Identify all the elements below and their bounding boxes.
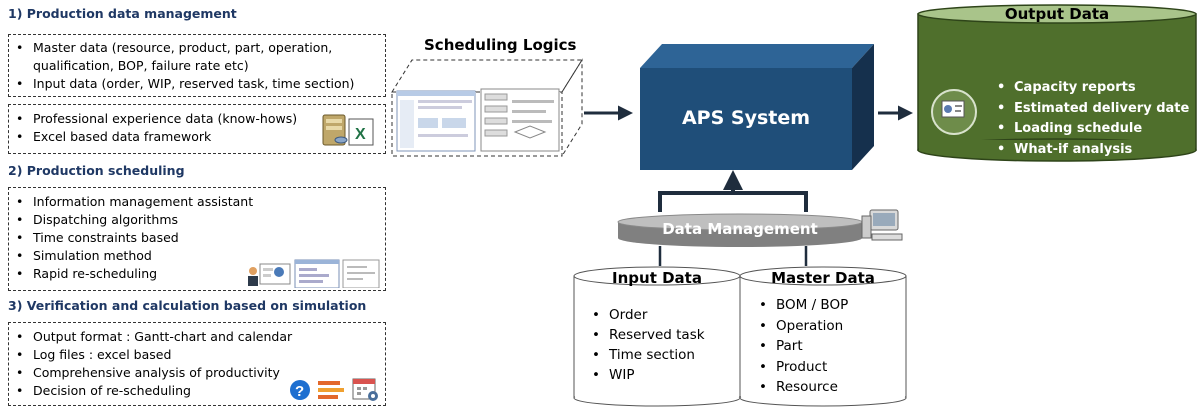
list-item: Time section — [585, 345, 705, 365]
list-item: Part — [752, 336, 848, 357]
svg-text:?: ? — [295, 383, 304, 400]
list-item: Rapid re-scheduling — [9, 265, 385, 283]
list-item: Product — [752, 357, 848, 378]
input-data-list: Order Reserved task Time section WIP — [585, 305, 705, 385]
data-management-title: Data Management — [662, 220, 818, 238]
document-thumbnails — [396, 88, 560, 152]
master-data-list: BOM / BOP Operation Part Product Resourc… — [752, 295, 848, 398]
list-item: Output format : Gantt-chart and calendar — [9, 328, 385, 346]
aps-system-title: APS System — [681, 107, 811, 129]
list-item: Time constraints based — [9, 229, 385, 247]
list-item: Loading schedule — [990, 119, 1189, 140]
calendar-gear-icon — [351, 375, 381, 403]
data-management-disk — [617, 213, 863, 247]
list-item: Resource — [752, 377, 848, 398]
section2-title: 2) Production scheduling — [8, 163, 185, 178]
list-item: BOM / BOP — [752, 295, 848, 316]
list-item: Master data (resource, product, part, op… — [9, 39, 385, 57]
list-item: Information management assistant — [9, 193, 385, 211]
list-item: Estimated delivery date — [990, 99, 1189, 120]
list-item: Comprehensive analysis of productivity — [9, 364, 385, 382]
computer-icon — [861, 209, 903, 241]
list-item: Operation — [752, 316, 848, 337]
verification-box: Output format : Gantt-chart and calendar… — [8, 322, 386, 406]
scheduling-box: Information management assistant Dispatc… — [8, 187, 386, 291]
section3-title: 3) Verification and calculation based on… — [8, 298, 367, 313]
aps-system-box — [640, 44, 874, 170]
help-icon: ? — [289, 379, 311, 401]
list-item: Excel based data framework — [9, 128, 385, 146]
list-item: Professional experience data (know-hows) — [9, 110, 385, 128]
list-item: WIP — [585, 365, 705, 385]
list-item: Input data (order, WIP, reserved task, t… — [9, 75, 385, 93]
svg-text:X: X — [355, 126, 366, 143]
list-item: Dispatching algorithms — [9, 211, 385, 229]
section1-title: 1) Production data management — [8, 6, 237, 21]
scheduling-logics-title: Scheduling Logics — [424, 36, 577, 54]
experience-box: Professional experience data (know-hows)… — [8, 104, 386, 154]
list-lines-icon — [317, 379, 345, 403]
list-item: Simulation method — [9, 247, 385, 265]
analytics-icon — [931, 89, 977, 135]
list-item: qualification, BOP, failure rate etc) — [33, 58, 249, 73]
output-data-title: Output Data — [1004, 5, 1110, 23]
list-item: Order — [585, 305, 705, 325]
list-item: Capacity reports — [990, 78, 1189, 99]
output-list: Capacity reports Estimated delivery date… — [990, 78, 1189, 160]
list-item: Decision of re-scheduling — [9, 382, 385, 400]
list-item: Reserved task — [585, 325, 705, 345]
list-item: What-if analysis — [990, 140, 1189, 161]
people-screen-icon — [245, 258, 381, 288]
list-item: Log files : excel based — [9, 346, 385, 364]
master-input-box: Master data (resource, product, part, op… — [8, 34, 386, 97]
master-data-title: Master Data — [771, 269, 875, 287]
input-data-title: Input Data — [612, 269, 702, 287]
server-excel-icon: X — [319, 109, 379, 149]
